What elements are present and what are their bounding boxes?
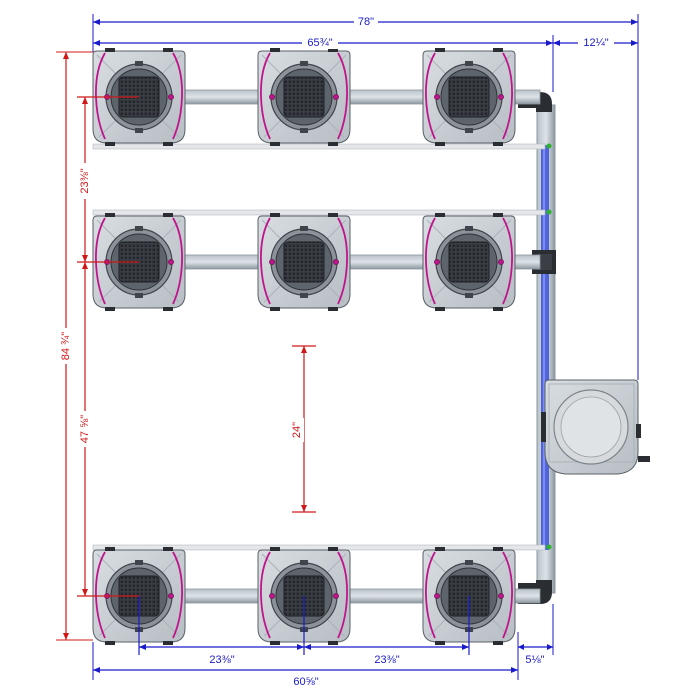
reservoir <box>541 379 650 475</box>
label-left-row-spacing: 23⅜" <box>79 168 91 193</box>
net-pot-mesh <box>448 241 490 283</box>
drip-hose-left <box>425 217 436 305</box>
net-pot-mesh <box>448 76 490 118</box>
net-pot-mesh <box>283 76 325 118</box>
drip-hose-left <box>425 52 436 140</box>
net-pot-mesh <box>283 241 325 283</box>
drip-line-row-1 <box>92 143 546 150</box>
fitting-green-3 <box>546 544 552 550</box>
pot-grid <box>92 48 516 645</box>
drip-hose-right <box>172 52 183 140</box>
label-bottom-spacing-2: 23⅜" <box>374 654 399 666</box>
drip-hose-right <box>172 551 183 639</box>
drip-hose-left <box>260 52 271 140</box>
label-bottom-total: 60⅝" <box>293 676 318 688</box>
label-top-reservoir: 12¼" <box>583 37 608 49</box>
connecting-pipes <box>179 89 541 604</box>
pot-r2-c2 <box>257 213 351 311</box>
label-center-gap: 24" <box>291 422 303 438</box>
label-top-grid: 65¾" <box>307 37 332 49</box>
drip-hose-right <box>337 52 348 140</box>
drip-hose-right <box>502 52 513 140</box>
drip-hose-left <box>260 217 271 305</box>
drip-line-row-3 <box>92 544 546 551</box>
drip-hose-right <box>502 551 513 639</box>
pot-r2-c3 <box>422 213 516 311</box>
label-top-total: 78" <box>358 16 374 28</box>
label-bottom-spacing-1: 23⅜" <box>209 654 234 666</box>
label-bottom-offset: 5⅛" <box>525 654 544 666</box>
drip-hose-left <box>260 551 271 639</box>
drip-line-row-2 <box>92 209 546 216</box>
fitting-green-1 <box>546 143 552 149</box>
drip-hose-right <box>172 217 183 305</box>
label-left-total: 84 ¾" <box>60 332 72 360</box>
fitting-green-2 <box>546 209 552 215</box>
reservoir-outlet <box>638 456 650 462</box>
pot-r1-c3 <box>422 48 516 146</box>
drip-hose-right <box>337 217 348 305</box>
drip-hose-right <box>502 217 513 305</box>
drip-hose-right <box>337 551 348 639</box>
label-left-bottom-span: 47 ⅝" <box>79 415 91 443</box>
dimension-labels: 78" 65¾" 12¼" 23⅜" 23⅜" 60⅝" 5⅛" 84 ¾" 2… <box>59 14 614 688</box>
pot-r1-c2 <box>257 48 351 146</box>
drip-hose-left <box>425 551 436 639</box>
